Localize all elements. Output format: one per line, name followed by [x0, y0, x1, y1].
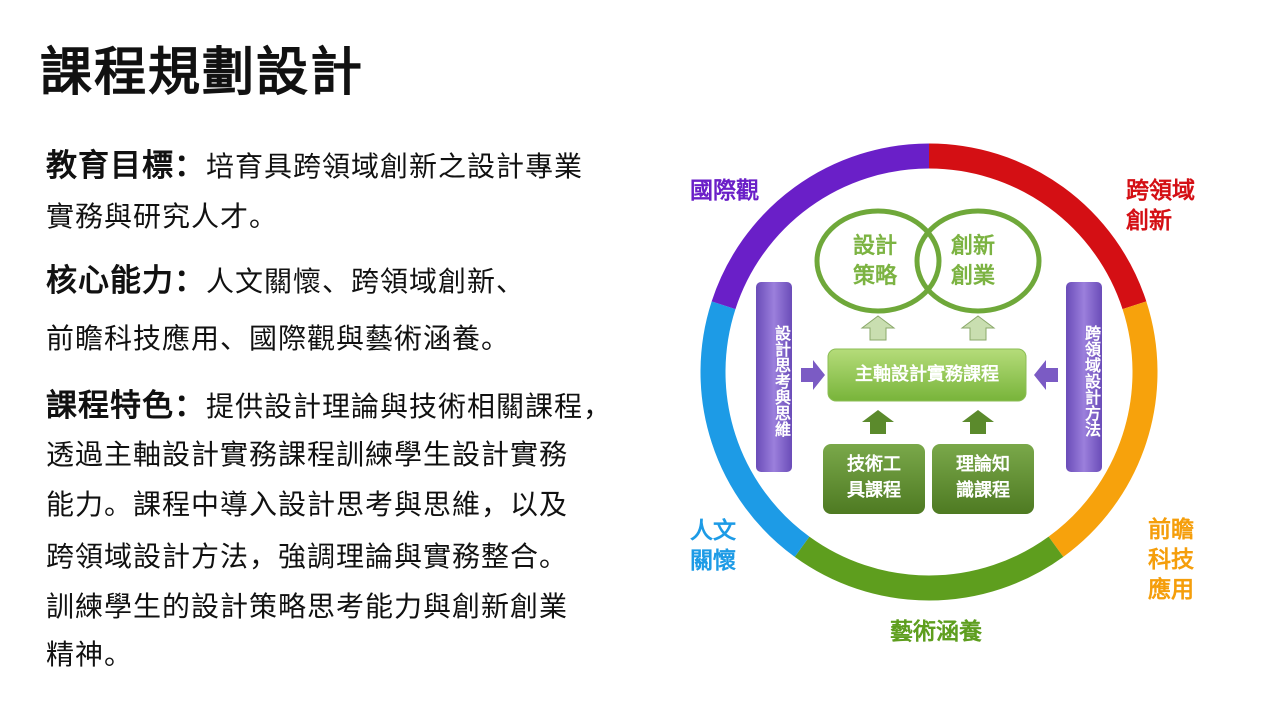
right-bar-label: 跨領域設計方法: [1082, 325, 1101, 437]
goal-text: 培育具跨領域創新之設計專業: [206, 150, 584, 183]
left-bar-label: 設計思考與思維: [772, 325, 791, 437]
design-thinking-bar: [756, 282, 792, 472]
goal-label: 教育目標：: [46, 148, 206, 184]
label-international: 國際觀: [690, 178, 759, 204]
circle-design-strategy: [814, 208, 942, 314]
arrow-right-icon: [801, 360, 825, 390]
arrow-up-icon: [862, 410, 894, 434]
ring-segment-humanities: [700, 301, 810, 557]
main-course-label: 主軸設計實務課程: [855, 364, 999, 385]
tech-course-label: 技術工具課程: [847, 454, 901, 501]
feature-line-5: 訓練學生的設計策略思考能力與創新創業: [46, 590, 569, 623]
circle-innovation-entrepreneurship: [914, 208, 1042, 314]
arrow-left-icon: [1034, 360, 1058, 390]
cross-domain-method-bar: [1066, 282, 1102, 472]
ring-segment-arts: [794, 536, 1064, 601]
feature-text: 提供設計理論與技術相關課程，: [206, 390, 613, 423]
ring-segment-international: [711, 143, 930, 310]
ring-segment-cross-domain: [928, 143, 1147, 310]
tech-course-box: [823, 444, 925, 514]
outer-ring: [700, 143, 1158, 601]
circle-left-text: 設計策略: [853, 234, 898, 289]
core-line-1: 核心能力：人文關懷、跨領域創新、: [46, 255, 525, 300]
label-arts: 藝術涵養: [890, 619, 982, 645]
label-cross-domain: 跨領域創新: [1126, 178, 1195, 234]
core-text: 人文關懷、跨領域創新、: [206, 265, 526, 298]
feature-line-4: 跨領域設計方法，強調理論與實務整合。: [46, 540, 569, 573]
theory-course-box: [932, 444, 1034, 514]
arrow-up-icon: [860, 315, 896, 341]
core-label: 核心能力：: [46, 263, 206, 299]
feature-label: 課程特色：: [46, 388, 206, 424]
core-line-2: 前瞻科技應用、國際觀與藝術涵養。: [46, 322, 511, 355]
feature-line-6: 精神。: [46, 638, 134, 671]
ring-segment-frontier-tech: [1048, 301, 1158, 557]
circle-right-text: 創新創業: [951, 234, 996, 289]
main-course-box: [827, 348, 1027, 402]
label-frontier-tech: 前瞻科技應用: [1148, 517, 1194, 603]
arrow-up-icon: [960, 315, 996, 341]
feature-line-2: 透過主軸設計實務課程訓練學生設計實務: [46, 438, 569, 471]
feature-line-1: 課程特色：提供設計理論與技術相關課程，: [46, 380, 612, 425]
goal-line-1: 教育目標：培育具跨領域創新之設計專業: [46, 140, 583, 185]
page-title: 課程規劃設計: [40, 43, 365, 103]
theory-course-label: 理論知識課程: [956, 454, 1010, 501]
label-humanities: 人文關懷: [690, 518, 736, 574]
goal-line-2: 實務與研究人才。: [46, 200, 279, 233]
feature-line-3: 能力。課程中導入設計思考與思維，以及: [46, 488, 569, 521]
arrow-up-icon: [962, 410, 994, 434]
